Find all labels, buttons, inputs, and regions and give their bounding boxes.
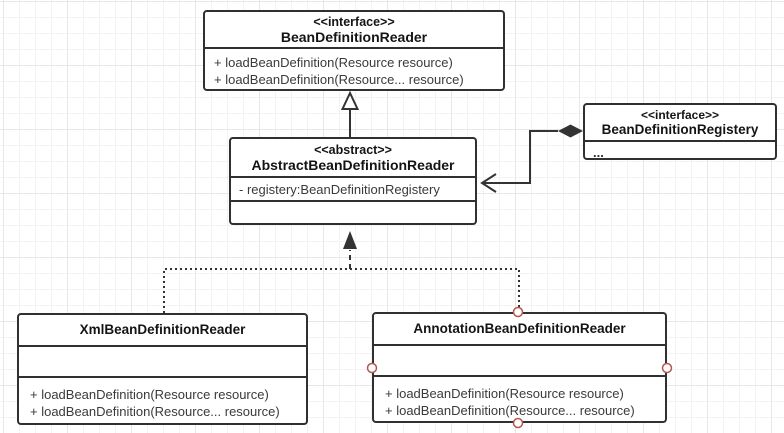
methods-compartment: + loadBeanDefinition(Resource resource) … [19,378,306,428]
class-name: BeanDefinitionReader [280,28,428,45]
open-arrowhead-icon [480,173,497,193]
filled-diamond-icon [558,124,583,138]
class-header: XmlBeanDefinitionReader [19,315,306,347]
class-box-xml-bean-definition-reader[interactable]: XmlBeanDefinitionReader + loadBeanDefini… [17,313,308,425]
method-item: + loadBeanDefinition(Resource... resourc… [385,403,635,418]
class-name: AbstractBeanDefinitionReader [251,156,455,173]
methods-compartment: + loadBeanDefinition(Resource resource) … [205,49,503,93]
class-header: <<abstract>> AbstractBeanDefinitionReade… [231,139,475,178]
class-box-bean-definition-registery[interactable]: <<interface>> BeanDefinitionRegistery ..… [583,103,777,160]
class-name: BeanDefinitionRegistery [601,121,759,137]
stereotype-label: <<interface>> [313,14,395,29]
class-name: AnnotationBeanDefinitionReader [413,321,626,336]
dotted-fork-line[interactable] [163,268,520,313]
empty-compartment [374,346,665,377]
generalization-arrow[interactable] [340,90,360,137]
class-header: <<interface>> BeanDefinitionReader [205,12,503,49]
empty-compartment [231,202,475,223]
method-item: + loadBeanDefinition(Resource resource) [214,55,453,70]
aggregation-connector[interactable] [480,124,583,193]
stereotype-label: <<abstract>> [314,142,392,157]
field-item: - registery:BeanDefinitionRegistery [239,182,440,197]
method-item: + loadBeanDefinition(Resource resource) [385,386,624,401]
class-box-bean-definition-reader[interactable]: <<interface>> BeanDefinitionReader + loa… [203,10,505,91]
empty-compartment [19,347,306,378]
body-compartment: ... [593,145,604,160]
class-box-annotation-bean-definition-reader[interactable]: AnnotationBeanDefinitionReader + loadBea… [372,312,667,423]
class-box-abstract-bean-definition-reader[interactable]: <<abstract>> AbstractBeanDefinitionReade… [229,137,477,225]
methods-compartment: + loadBeanDefinition(Resource resource) … [374,377,665,427]
class-header: <<interface>> BeanDefinitionRegistery [585,105,775,142]
method-item: + loadBeanDefinition(Resource resource) [30,387,269,402]
filled-triangle-arrowhead-icon [343,231,357,249]
class-header: AnnotationBeanDefinitionReader [374,314,665,346]
inheritance-dashed-arrow[interactable] [343,231,357,269]
class-name: XmlBeanDefinitionReader [79,322,246,337]
hollow-triangle-arrowhead-icon [340,90,360,110]
stereotype-label: <<interface>> [640,107,720,122]
method-item: + loadBeanDefinition(Resource... resourc… [214,72,464,87]
fields-compartment: - registery:BeanDefinitionRegistery [231,178,475,202]
method-item: + loadBeanDefinition(Resource... resourc… [30,404,280,419]
